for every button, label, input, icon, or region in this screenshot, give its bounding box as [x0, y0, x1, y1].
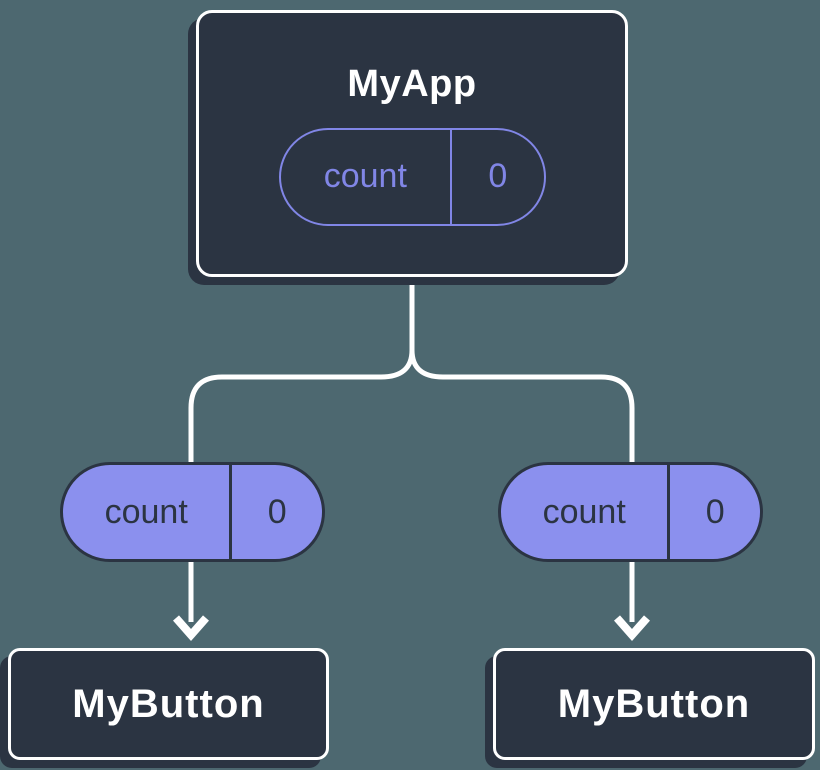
node-myapp-title: MyApp: [347, 62, 477, 105]
prop-pill-myapp: count 0: [278, 127, 546, 226]
arrow-down-icon: [173, 558, 209, 642]
prop-value: 0: [488, 157, 508, 195]
node-mybutton-right: MyButton: [493, 648, 815, 760]
prop-name: count: [323, 157, 407, 195]
node-mybutton-left: MyButton: [8, 648, 329, 760]
node-mybutton-right-title: MyButton: [557, 682, 751, 726]
pill-divider: [229, 465, 233, 559]
node-mybutton-left-title: MyButton: [72, 682, 265, 726]
node-myapp: MyApp count 0: [196, 10, 628, 277]
prop-value: 0: [267, 492, 287, 531]
pill-divider: [667, 465, 671, 559]
pill-divider: [450, 129, 453, 224]
arrow-right-head: [614, 615, 650, 642]
connector-branch-right: [409, 349, 635, 470]
arrow-left-head: [173, 615, 209, 642]
prop-pill-right: count 0: [498, 462, 763, 562]
prop-pill-left: count 0: [60, 462, 325, 562]
prop-value: 0: [705, 492, 725, 531]
prop-name: count: [104, 492, 188, 531]
connector-branch-left: [188, 349, 415, 470]
prop-name: count: [542, 492, 626, 531]
arrow-down-icon: [614, 558, 650, 642]
